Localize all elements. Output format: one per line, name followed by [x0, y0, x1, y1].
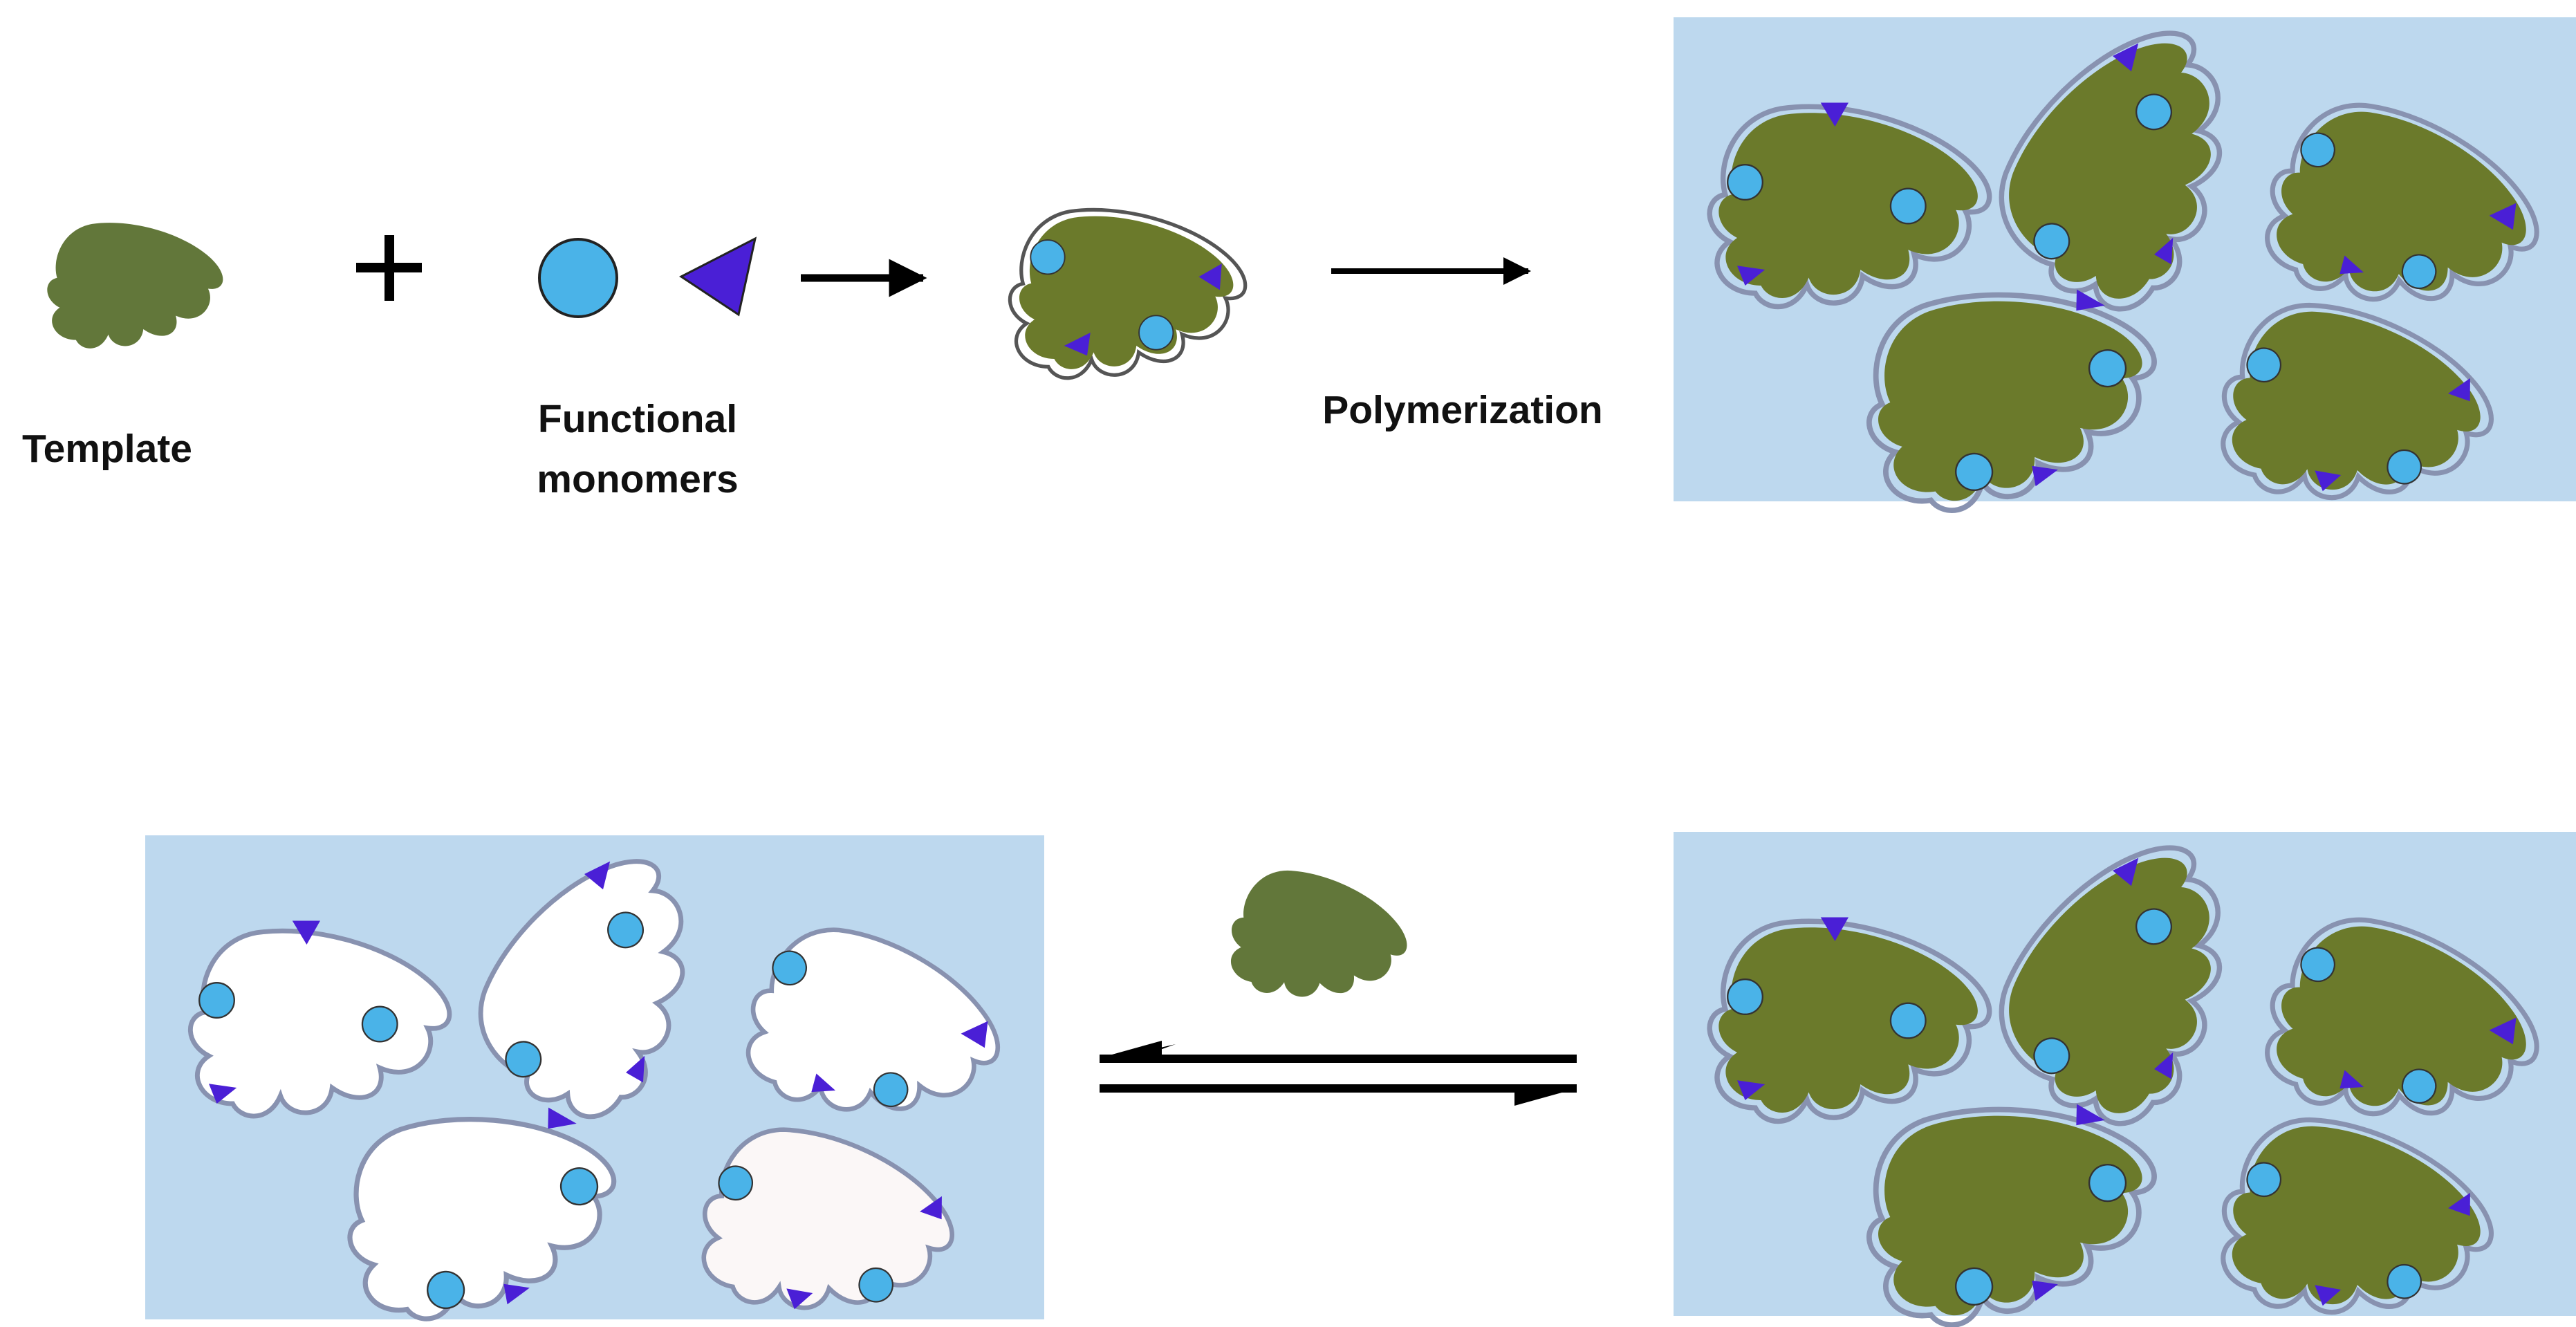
rebinding-template — [1221, 861, 1417, 1016]
imprinted-polymer-rebound — [1674, 806, 2576, 1327]
polymerization-label: Polymerization — [1322, 388, 1602, 432]
template-label: Template — [22, 427, 192, 471]
functional-label: Functional — [538, 397, 737, 441]
plus-icon — [356, 235, 422, 301]
template-molecule — [47, 223, 223, 349]
monomers-label: monomers — [537, 457, 738, 501]
imprinted-polymer-with-template — [1674, 0, 2576, 526]
monomer-circle-icon — [538, 238, 618, 318]
imprinted-polymer-empty-cavities — [145, 823, 1044, 1327]
equilibrium-arrows-icon — [1100, 1041, 1577, 1106]
monomer-triangle-icon — [679, 236, 757, 317]
template-monomer-complex — [1010, 210, 1245, 378]
